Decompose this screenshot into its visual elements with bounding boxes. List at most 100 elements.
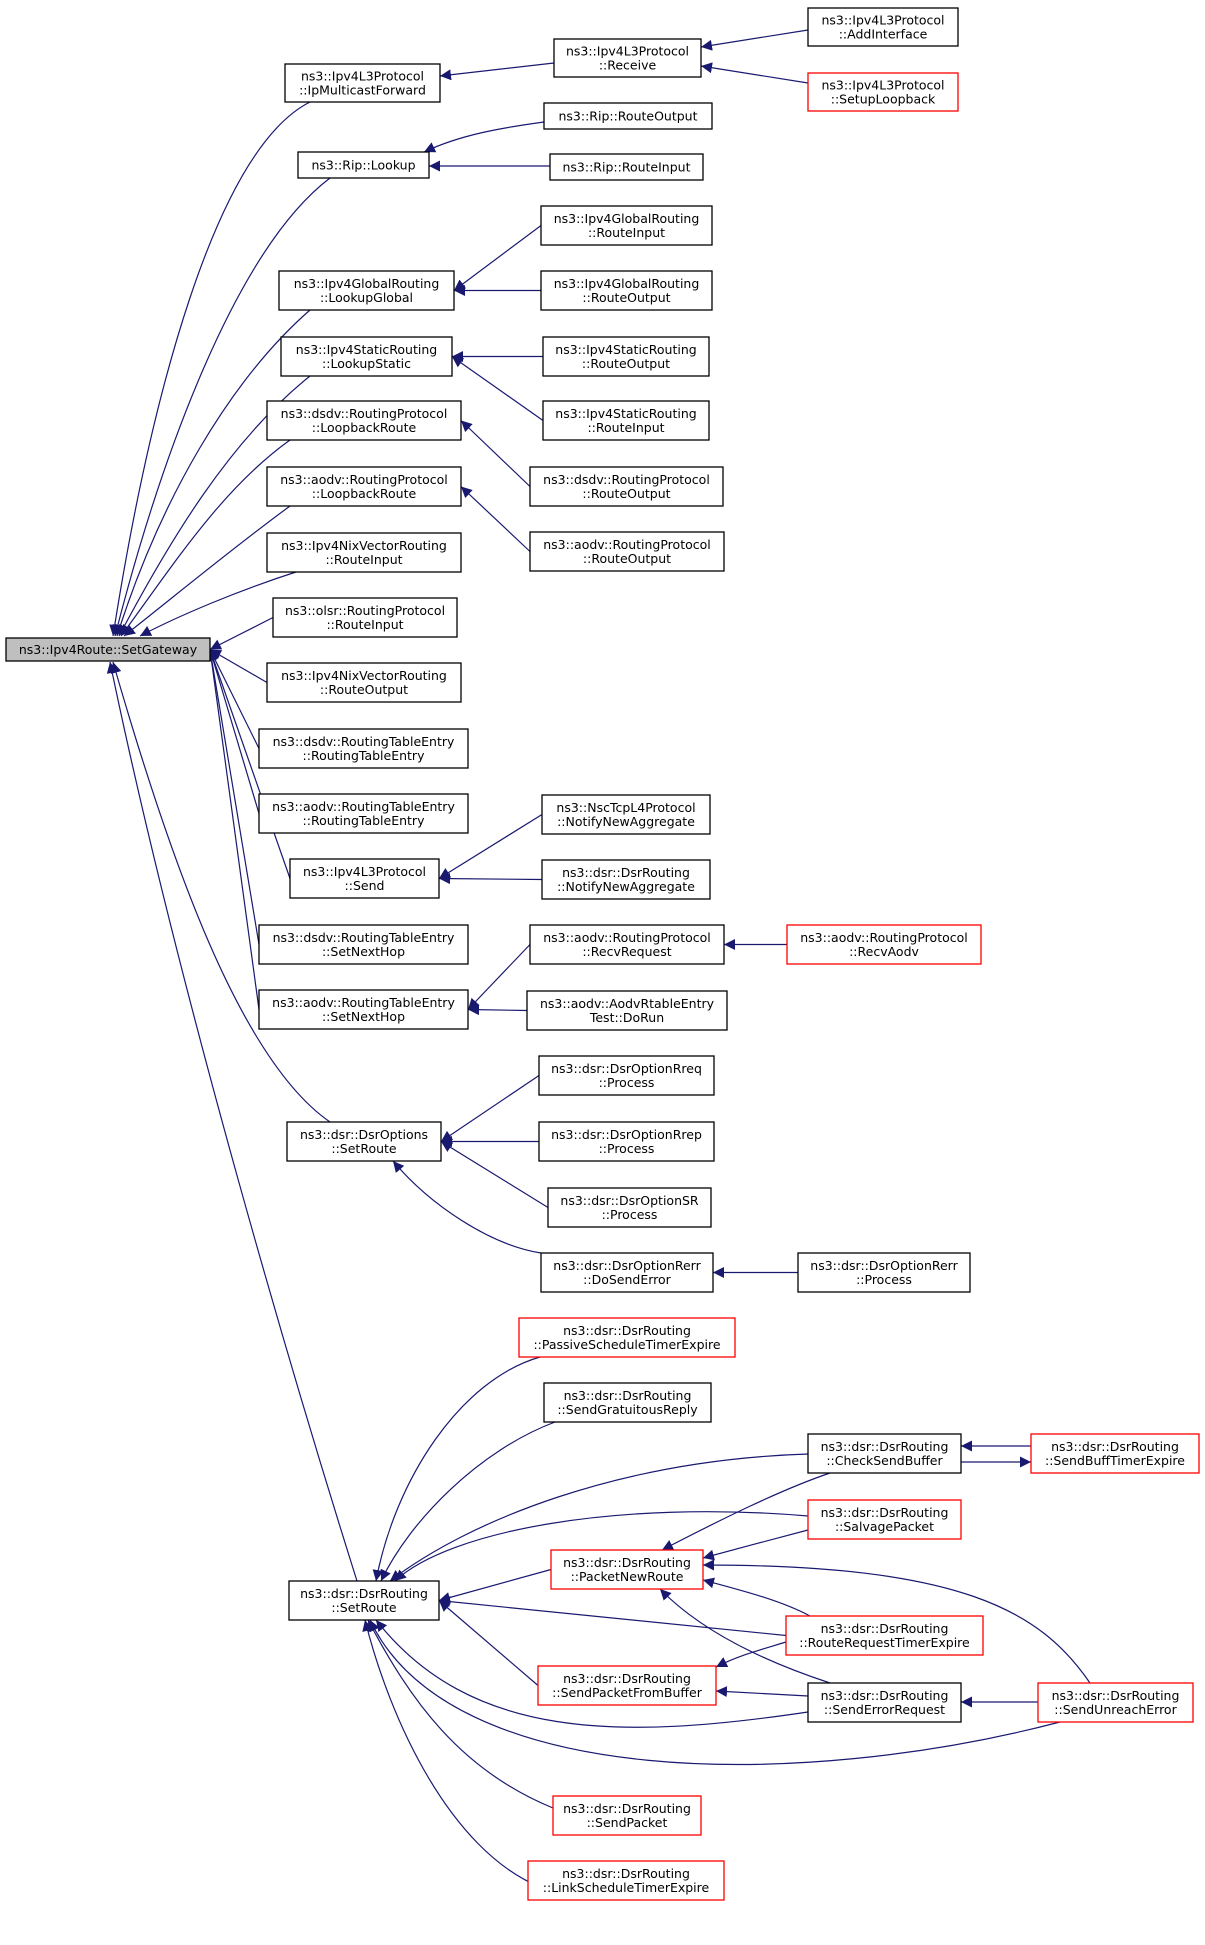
node-box[interactable] xyxy=(543,102,713,130)
node-ipv4global-lookupglobal[interactable]: ns3::Ipv4GlobalRouting::LookupGlobal xyxy=(278,270,455,311)
node-box[interactable] xyxy=(258,793,469,834)
node-dsdv-rte-setnexthop[interactable]: ns3::dsdv::RoutingTableEntry::SetNextHop xyxy=(258,924,469,965)
node-box[interactable] xyxy=(553,38,702,78)
node-root[interactable]: ns3::Ipv4Route::SetGateway xyxy=(5,637,211,662)
node-box[interactable] xyxy=(540,270,713,311)
node-box[interactable] xyxy=(540,205,713,246)
node-dsdv-rp-routeoutput[interactable]: ns3::dsdv::RoutingProtocol::RouteOutput xyxy=(529,466,724,507)
node-box[interactable] xyxy=(529,924,725,965)
node-box[interactable] xyxy=(284,63,441,103)
node-ipv4global-routeoutput[interactable]: ns3::Ipv4GlobalRouting::RouteOutput xyxy=(540,270,713,311)
node-dsr-routing-gratuitous[interactable]: ns3::dsr::DsrRouting::SendGratuitousRepl… xyxy=(543,1382,712,1423)
node-dsr-optrrep-process[interactable]: ns3::dsr::DsrOptionRrep::Process xyxy=(538,1121,715,1162)
node-aodv-rte-ctor[interactable]: ns3::aodv::RoutingTableEntry::RoutingTab… xyxy=(258,793,469,834)
node-box[interactable] xyxy=(272,597,458,638)
node-box[interactable] xyxy=(5,637,211,662)
node-box[interactable] xyxy=(258,728,469,769)
node-box[interactable] xyxy=(297,151,430,179)
node-box[interactable] xyxy=(807,1433,962,1474)
node-ipv4l3-addinterface[interactable]: ns3::Ipv4L3Protocol::AddInterface xyxy=(807,7,959,47)
node-dsr-optsr-process[interactable]: ns3::dsr::DsrOptionSR::Process xyxy=(547,1187,712,1228)
node-dsr-routing-setroute[interactable]: ns3::dsr::DsrRouting::SetRoute xyxy=(288,1580,440,1621)
node-box[interactable] xyxy=(529,531,725,572)
node-box[interactable] xyxy=(1037,1682,1194,1723)
node-dsr-routing-sendbufftimer[interactable]: ns3::dsr::DsrRouting::SendBuffTimerExpir… xyxy=(1030,1433,1200,1474)
node-dsr-routing-senderrorrequest[interactable]: ns3::dsr::DsrRouting::SendErrorRequest xyxy=(807,1682,962,1723)
node-ipv4global-routeinput[interactable]: ns3::Ipv4GlobalRouting::RouteInput xyxy=(540,205,713,246)
node-box[interactable] xyxy=(541,794,711,835)
node-dsr-routing-sendpktfrombuf[interactable]: ns3::dsr::DsrRouting::SendPacketFromBuff… xyxy=(537,1665,717,1706)
node-nsctcp-notify[interactable]: ns3::NscTcpL4Protocol::NotifyNewAggregat… xyxy=(541,794,711,835)
node-dsr-routing-rreqtimer[interactable]: ns3::dsr::DsrRouting::RouteRequestTimerE… xyxy=(785,1615,984,1656)
node-dsr-routing-sendpacket[interactable]: ns3::dsr::DsrRouting::SendPacket xyxy=(552,1795,702,1836)
node-ipv4nix-routeoutput[interactable]: ns3::Ipv4NixVectorRouting::RouteOutput xyxy=(266,662,462,703)
node-aodv-rp-recvrequest[interactable]: ns3::aodv::RoutingProtocol::RecvRequest xyxy=(529,924,725,965)
node-dsr-routing-sendunreach[interactable]: ns3::dsr::DsrRouting::SendUnreachError xyxy=(1037,1682,1194,1723)
node-box[interactable] xyxy=(552,1795,702,1836)
node-ipv4l3-receive[interactable]: ns3::Ipv4L3Protocol::Receive xyxy=(553,38,702,78)
node-rip-routeoutput[interactable]: ns3::Rip::RouteOutput xyxy=(543,102,713,130)
node-box[interactable] xyxy=(807,1682,962,1723)
node-dsr-options-setroute[interactable]: ns3::dsr::DsrOptions::SetRoute xyxy=(286,1121,442,1162)
node-box[interactable] xyxy=(258,989,469,1030)
node-box[interactable] xyxy=(529,466,724,507)
node-box[interactable] xyxy=(518,1317,736,1358)
node-box[interactable] xyxy=(289,858,440,899)
node-box[interactable] xyxy=(538,1055,715,1096)
node-box[interactable] xyxy=(288,1580,440,1621)
node-dsr-routing-linkschedule[interactable]: ns3::dsr::DsrRouting::LinkScheduleTimerE… xyxy=(527,1860,725,1901)
node-dsr-routing-notify[interactable]: ns3::dsr::DsrRouting::NotifyNewAggregate xyxy=(541,859,711,900)
node-aodv-rte-setnexthop[interactable]: ns3::aodv::RoutingTableEntry::SetNextHop xyxy=(258,989,469,1030)
node-ipv4static-lookupstatic[interactable]: ns3::Ipv4StaticRouting::LookupStatic xyxy=(280,336,453,377)
node-box[interactable] xyxy=(258,924,469,965)
node-box[interactable] xyxy=(786,924,982,965)
node-dsdv-rte-ctor[interactable]: ns3::dsdv::RoutingTableEntry::RoutingTab… xyxy=(258,728,469,769)
node-dsr-routing-salvage[interactable]: ns3::dsr::DsrRouting::SalvagePacket xyxy=(807,1499,962,1540)
node-dsdv-rp-loopbackroute[interactable]: ns3::dsdv::RoutingProtocol::LoopbackRout… xyxy=(266,400,462,441)
node-dsr-routing-checksendbuffer[interactable]: ns3::dsr::DsrRouting::CheckSendBuffer xyxy=(807,1433,962,1474)
node-box[interactable] xyxy=(537,1665,717,1706)
node-dsr-routing-packetnewroute[interactable]: ns3::dsr::DsrRouting::PacketNewRoute xyxy=(550,1549,704,1590)
node-rip-routeinput[interactable]: ns3::Rip::RouteInput xyxy=(549,153,704,181)
node-dsr-optrerr-process[interactable]: ns3::dsr::DsrOptionRerr::Process xyxy=(797,1252,971,1293)
node-box[interactable] xyxy=(543,1382,712,1423)
node-ipv4l3-ipmulticastforward[interactable]: ns3::Ipv4L3Protocol::IpMulticastForward xyxy=(284,63,441,103)
node-box[interactable] xyxy=(807,7,959,47)
node-aodv-rp-recvaodv[interactable]: ns3::aodv::RoutingProtocol::RecvAodv xyxy=(786,924,982,965)
node-box[interactable] xyxy=(549,153,704,181)
node-box[interactable] xyxy=(266,662,462,703)
node-box[interactable] xyxy=(266,532,462,573)
node-box[interactable] xyxy=(547,1187,712,1228)
node-box[interactable] xyxy=(542,400,710,441)
node-box[interactable] xyxy=(527,1860,725,1901)
node-olsr-rp-routeinput[interactable]: ns3::olsr::RoutingProtocol::RouteInput xyxy=(272,597,458,638)
node-ipv4static-routeoutput[interactable]: ns3::Ipv4StaticRouting::RouteOutput xyxy=(542,336,710,377)
node-ipv4static-routeinput[interactable]: ns3::Ipv4StaticRouting::RouteInput xyxy=(542,400,710,441)
node-box[interactable] xyxy=(278,270,455,311)
node-box[interactable] xyxy=(541,859,711,900)
node-box[interactable] xyxy=(266,466,462,507)
node-box[interactable] xyxy=(266,400,462,441)
node-dsr-optrreq-process[interactable]: ns3::dsr::DsrOptionRreq::Process xyxy=(538,1055,715,1096)
node-ipv4l3-send[interactable]: ns3::Ipv4L3Protocol::Send xyxy=(289,858,440,899)
node-dsr-optrerr-dosenderror[interactable]: ns3::dsr::DsrOptionRerr::DoSendError xyxy=(540,1252,714,1293)
node-box[interactable] xyxy=(785,1615,984,1656)
node-box[interactable] xyxy=(542,336,710,377)
node-box[interactable] xyxy=(797,1252,971,1293)
node-ipv4nix-routeinput[interactable]: ns3::Ipv4NixVectorRouting::RouteInput xyxy=(266,532,462,573)
node-dsr-routing-passive[interactable]: ns3::dsr::DsrRouting::PassiveScheduleTim… xyxy=(518,1317,736,1358)
node-box[interactable] xyxy=(538,1121,715,1162)
node-box[interactable] xyxy=(280,336,453,377)
node-box[interactable] xyxy=(526,990,728,1031)
node-box[interactable] xyxy=(550,1549,704,1590)
node-box[interactable] xyxy=(1030,1433,1200,1474)
node-box[interactable] xyxy=(286,1121,442,1162)
node-box[interactable] xyxy=(807,72,959,112)
node-ipv4l3-setuploopback[interactable]: ns3::Ipv4L3Protocol::SetupLoopback xyxy=(807,72,959,112)
node-aodv-rp-loopbackroute[interactable]: ns3::aodv::RoutingProtocol::LoopbackRout… xyxy=(266,466,462,507)
node-box[interactable] xyxy=(807,1499,962,1540)
node-rip-lookup[interactable]: ns3::Rip::Lookup xyxy=(297,151,430,179)
node-box[interactable] xyxy=(540,1252,714,1293)
node-aodv-rp-routeoutput[interactable]: ns3::aodv::RoutingProtocol::RouteOutput xyxy=(529,531,725,572)
